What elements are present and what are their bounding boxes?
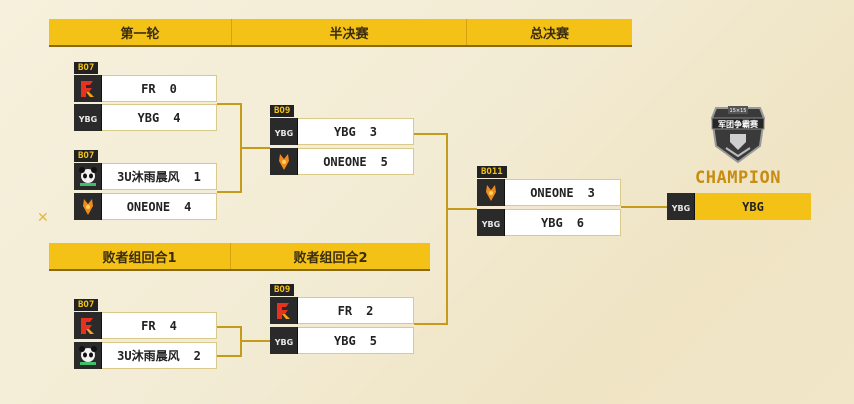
ybg-logo: YBG (667, 193, 695, 220)
svg-text:YBG: YBG (273, 129, 292, 138)
connector-line (414, 323, 448, 325)
connector-line (217, 103, 241, 105)
svg-text:YBG: YBG (480, 220, 499, 229)
fr-logo (74, 312, 102, 339)
team-slot[interactable]: ONEONE 3 (477, 179, 621, 206)
connector-line (446, 133, 448, 325)
bo-label: BO7 (74, 150, 99, 162)
team-name: 3U沐雨晨风 (117, 349, 180, 363)
fr-logo (270, 297, 298, 324)
bo-label: BO9 (270, 284, 295, 296)
header-losers1: 败者组回合1 (49, 243, 231, 269)
champion-team-name: YBG (695, 193, 811, 220)
header-rule-losers (49, 269, 430, 271)
team-slot[interactable]: YBG YBG 3 (270, 118, 414, 145)
team-slot[interactable]: FR 4 (74, 312, 217, 339)
team-score: 4 (184, 199, 192, 214)
team-score: 5 (369, 333, 377, 348)
header-rule-top (49, 45, 632, 47)
oneone-logo (270, 148, 298, 175)
team-score: 1 (193, 169, 201, 184)
connector-line (621, 206, 667, 208)
header-round1: 第一轮 (49, 19, 232, 45)
team-name: FR (141, 318, 156, 333)
team-slot[interactable]: ONEONE 5 (270, 148, 414, 175)
team-score: 2 (193, 348, 201, 363)
connector-line (217, 355, 241, 357)
trophy-badge-main: 军团争霸赛 (718, 119, 759, 129)
champion-label: CHAMPION (695, 168, 781, 188)
team-slot[interactable]: YBG YBG 5 (270, 327, 414, 354)
connector-line (414, 133, 448, 135)
bo-label: BO7 (74, 299, 99, 311)
ybg-logo: YBG (74, 104, 102, 131)
ybg-logo: YBG (270, 327, 298, 354)
team-slot[interactable]: 3U沐雨晨风 2 (74, 342, 217, 369)
team-name: 3U沐雨晨风 (117, 170, 180, 184)
team-score: 3 (369, 124, 377, 139)
team-name: YBG (334, 333, 356, 348)
team-name: FR (141, 81, 156, 96)
bo-label: BO11 (477, 166, 507, 178)
ybg-logo: YBG (270, 118, 298, 145)
team-slot[interactable]: ONEONE 4 (74, 193, 217, 220)
ybg-logo: YBG (477, 209, 505, 236)
team-score: 0 (169, 81, 177, 96)
team-slot[interactable]: FR 0 (74, 75, 217, 102)
team-name: YBG (137, 110, 160, 125)
team-name: YBG (334, 124, 356, 139)
sparkle-icon: ✕ (37, 210, 49, 226)
trophy-badge-top: 15×15 (730, 108, 747, 114)
trophy-icon: 15×15 军团争霸赛 (706, 102, 770, 166)
svg-text:YBG: YBG (670, 204, 689, 213)
bo-label: BO9 (270, 105, 295, 117)
team-score: 4 (169, 318, 177, 333)
panda-logo (74, 163, 102, 190)
team-name: FR (337, 303, 353, 318)
team-score: 2 (366, 303, 374, 318)
team-slot[interactable]: FR 2 (270, 297, 414, 324)
team-name: ONEONE (126, 199, 171, 214)
header-losers2: 败者组回合2 (231, 243, 430, 269)
champion-slot[interactable]: YBG YBG (667, 193, 811, 220)
team-name: ONEONE (530, 185, 574, 200)
header-semifinal: 半决赛 (232, 19, 467, 45)
team-score: 6 (576, 215, 584, 230)
connector-line (240, 147, 270, 149)
team-score: 4 (173, 110, 181, 125)
connector-line (217, 191, 241, 193)
team-name: ONEONE (323, 154, 367, 169)
oneone-logo (477, 179, 505, 206)
panda-logo (74, 342, 102, 369)
svg-text:YBG: YBG (77, 115, 96, 124)
team-slot[interactable]: YBG YBG 4 (74, 104, 217, 131)
team-score: 3 (587, 185, 595, 200)
connector-line (217, 326, 241, 328)
team-score: 5 (380, 154, 388, 169)
team-name: YBG (541, 215, 563, 230)
connector-line (446, 208, 477, 210)
team-slot[interactable]: YBG YBG 6 (477, 209, 621, 236)
bo-label: BO7 (74, 62, 99, 74)
oneone-logo (74, 193, 102, 220)
team-slot[interactable]: 3U沐雨晨风 1 (74, 163, 217, 190)
connector-line (240, 340, 270, 342)
header-final: 总决赛 (467, 19, 632, 45)
svg-text:YBG: YBG (273, 338, 292, 347)
fr-logo (74, 75, 102, 102)
